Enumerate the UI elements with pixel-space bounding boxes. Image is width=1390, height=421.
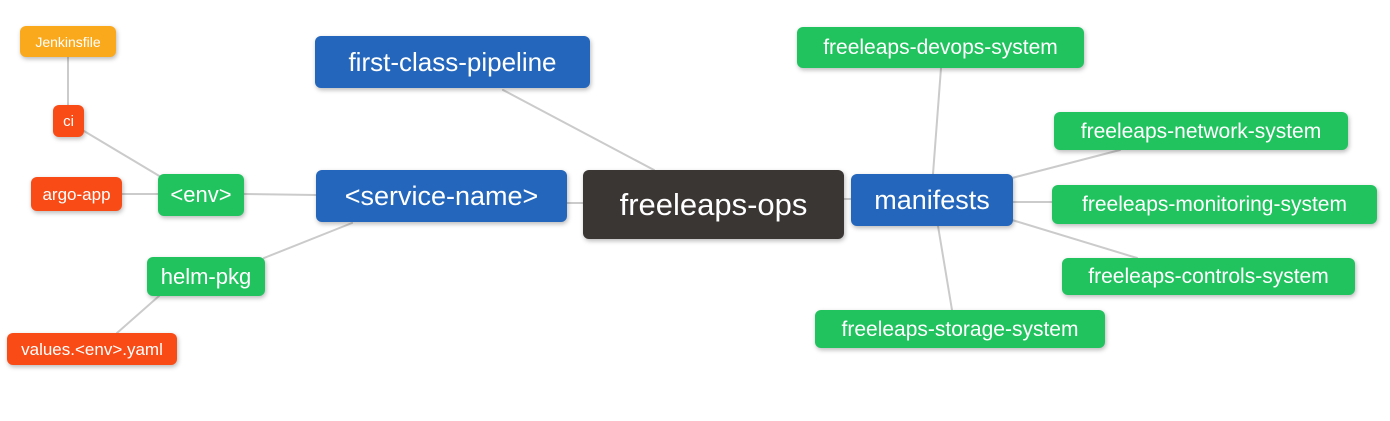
edge-manifests-to-freeleaps-devops-system <box>932 67 942 175</box>
mindmap-node-manifests[interactable]: manifests <box>851 174 1013 226</box>
mindmap-node-freeleaps-network-system[interactable]: freeleaps-network-system <box>1054 112 1348 150</box>
mindmap-node-freeleaps-storage-system[interactable]: freeleaps-storage-system <box>815 310 1105 348</box>
edge-ci-to-env <box>83 130 167 181</box>
mindmap-node-freeleaps-controls-system[interactable]: freeleaps-controls-system <box>1062 258 1355 295</box>
edge-manifests-to-freeleaps-controls-system <box>1011 219 1138 259</box>
mindmap-node-first-class-pipeline[interactable]: first-class-pipeline <box>315 36 590 88</box>
edge-helm-pkg-to-service-name <box>263 222 353 259</box>
mindmap-node-freeleaps-devops-system[interactable]: freeleaps-devops-system <box>797 27 1084 68</box>
mindmap-node-ci[interactable]: ci <box>53 105 84 137</box>
mindmap-node-freeleaps-monitoring-system[interactable]: freeleaps-monitoring-system <box>1052 185 1377 224</box>
edge-values-env-yaml-to-helm-pkg <box>116 295 160 334</box>
mindmap-node-values-env-yaml[interactable]: values.<env>.yaml <box>7 333 177 365</box>
edge-manifests-to-freeleaps-network-system <box>1011 149 1121 179</box>
mindmap-node-helm-pkg[interactable]: helm-pkg <box>147 257 265 296</box>
edge-first-class-pipeline-to-freeleaps-ops <box>502 89 655 171</box>
mindmap-node-service-name[interactable]: <service-name> <box>316 170 567 222</box>
mindmap-node-argo-app[interactable]: argo-app <box>31 177 122 211</box>
mindmap-node-freeleaps-ops[interactable]: freeleaps-ops <box>583 170 844 239</box>
edge-manifests-to-freeleaps-storage-system <box>937 225 953 311</box>
edge-env-to-service-name <box>243 193 317 196</box>
mindmap-node-jenkinsfile[interactable]: Jenkinsfile <box>20 26 116 57</box>
mindmap-node-env[interactable]: <env> <box>158 174 244 216</box>
